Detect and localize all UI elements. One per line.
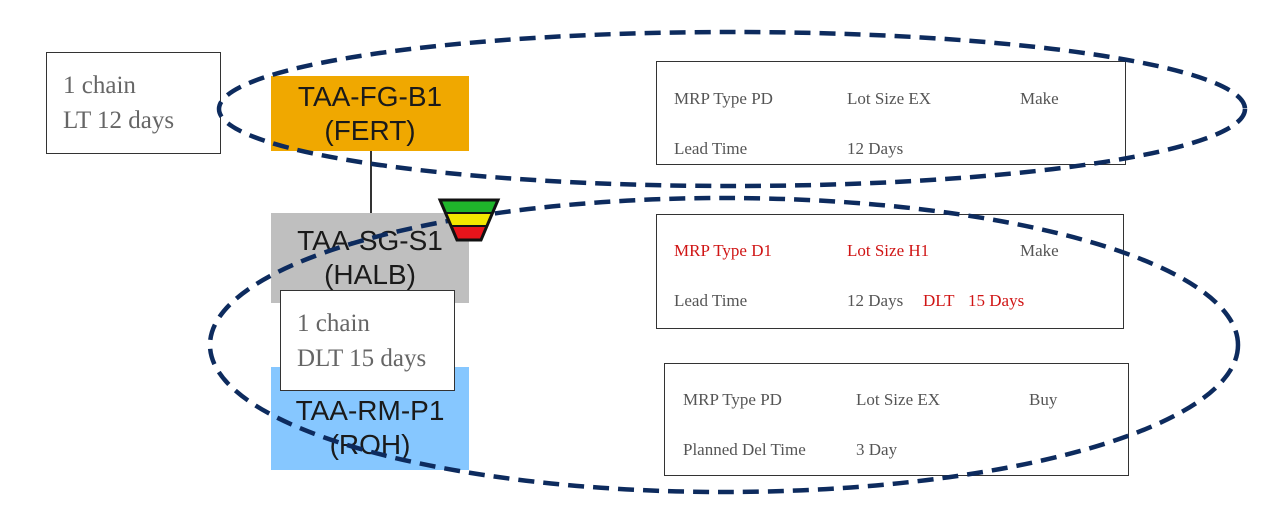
callout-bottom-line2: DLT 15 days bbox=[297, 344, 427, 372]
rm-time-value: 3 Day bbox=[856, 440, 898, 459]
bom-connector-line bbox=[370, 150, 372, 214]
material-rm-type: (ROH) bbox=[329, 428, 411, 460]
chain-ellipse-bottom bbox=[207, 195, 1241, 495]
info-panel-sg: MRP Type D1 Lot Size H1 Make Lead Time 1… bbox=[656, 214, 1124, 329]
buffer-funnel-icon bbox=[437, 198, 501, 242]
callout-bottom-chain: 1 chain DLT 15 days bbox=[280, 290, 455, 391]
fg-time-value: 12 Days bbox=[847, 139, 904, 158]
material-rm-code: TAA-RM-P1 bbox=[295, 394, 445, 426]
rm-mrp-type: MRP Type PD bbox=[683, 390, 782, 409]
sg-lot-size: Lot Size H1 bbox=[847, 241, 930, 260]
info-panel-fg: MRP Type PD Lot Size EX Make Lead Time 1… bbox=[656, 61, 1126, 165]
fg-procurement: Make bbox=[1020, 89, 1059, 108]
sg-dlt-value: 15 Days bbox=[968, 291, 1025, 310]
sg-time-value: 12 Days bbox=[847, 291, 904, 310]
sg-dlt-label: DLT bbox=[923, 291, 955, 310]
callout-top-chain: 1 chain LT 12 days bbox=[46, 52, 221, 154]
callout-top-line1: 1 chain bbox=[63, 72, 136, 99]
material-fg-type: (FERT) bbox=[324, 114, 416, 146]
rm-lot-size: Lot Size EX bbox=[856, 390, 941, 409]
fg-lot-size: Lot Size EX bbox=[847, 89, 932, 108]
rm-time-label: Planned Del Time bbox=[683, 440, 806, 459]
sg-time-label: Lead Time bbox=[674, 291, 748, 310]
material-fg-block: TAA-FG-B1 (FERT) bbox=[271, 76, 469, 151]
material-sg-code: TAA-SG-S1 bbox=[297, 225, 443, 256]
callout-bottom-line1: 1 chain bbox=[297, 309, 370, 337]
sg-mrp-type: MRP Type D1 bbox=[674, 241, 772, 260]
callout-top-line2: LT 12 days bbox=[63, 107, 175, 134]
fg-time-label: Lead Time bbox=[674, 139, 748, 158]
material-fg-code: TAA-FG-B1 bbox=[297, 80, 443, 112]
chain-ellipse-top bbox=[216, 29, 1248, 189]
sg-procurement: Make bbox=[1020, 241, 1059, 260]
rm-procurement: Buy bbox=[1029, 390, 1058, 409]
fg-mrp-type: MRP Type PD bbox=[674, 89, 773, 108]
material-sg-type: (HALB) bbox=[324, 259, 416, 290]
